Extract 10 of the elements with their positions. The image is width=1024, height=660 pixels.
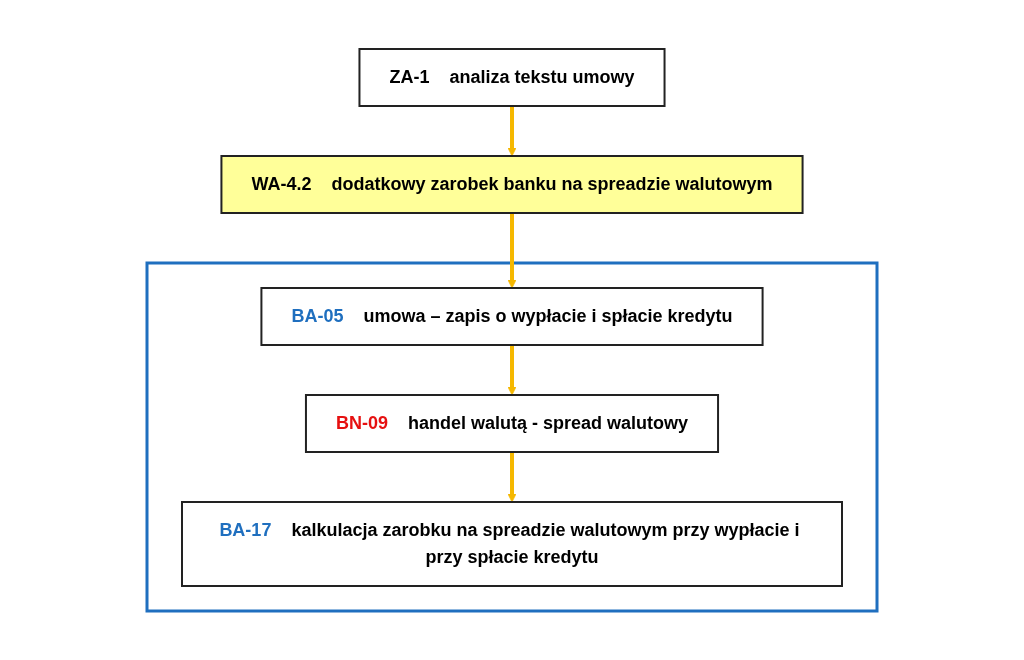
node-box: BA-17 kalkulacja zarobku na spreadzie walutowym przy wypłacie i przy spłacie kredytu <box>181 501 843 587</box>
arrow <box>507 106 517 157</box>
node-box: BA-05 umowa – zapis o wypłacie i spłacie kredytu <box>260 287 764 346</box>
node-box: ZA-1 analiza tekstu umowy <box>358 48 666 107</box>
node-box: WA-4.2 dodatkowy zarobek banku na spreadzie walutowym <box>220 155 804 214</box>
arrow <box>507 345 517 396</box>
cluster <box>145 261 879 613</box>
arrow <box>507 213 517 289</box>
arrow <box>507 452 517 503</box>
node-box: BN-09 handel walutą - spread walutowy <box>304 394 720 453</box>
